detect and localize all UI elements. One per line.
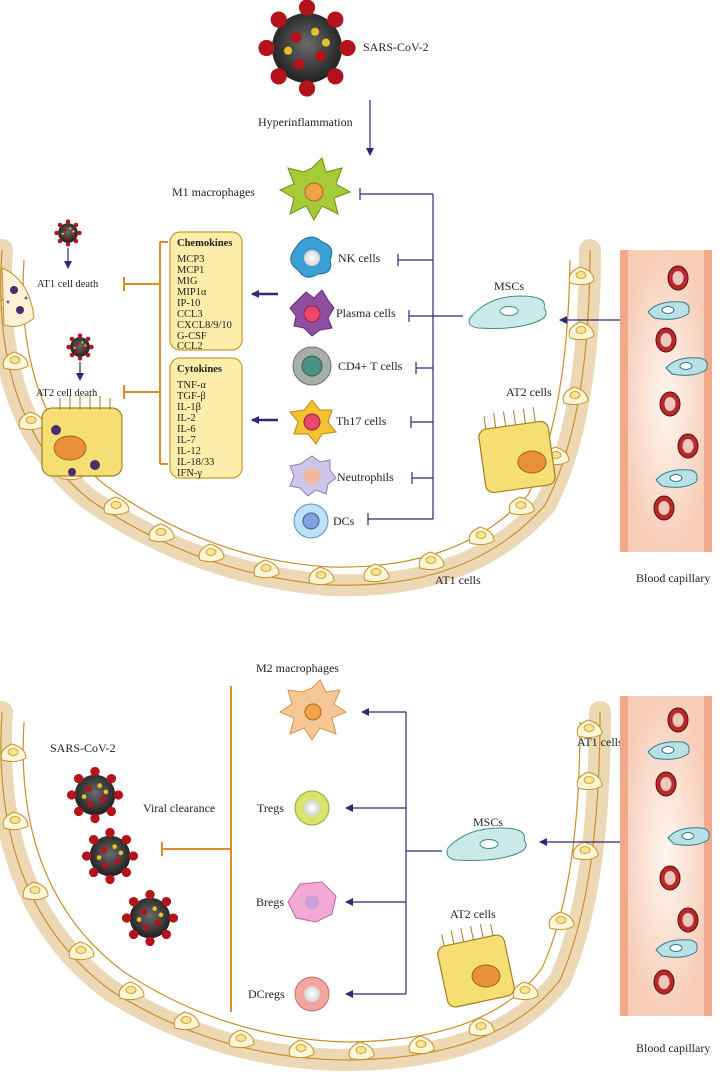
chemokine-item: MCP3	[177, 254, 204, 265]
blood-capillary-bottom	[620, 696, 712, 1016]
nk-cell-icon	[290, 236, 333, 278]
sars-cov-2-virus-bottom-2	[81, 827, 139, 885]
chemokines-title: Chemokines	[177, 238, 232, 249]
m1-macrophages-label: M1 macrophages	[172, 185, 255, 199]
virus-small-1	[54, 219, 82, 247]
viral-clearance-bracket	[161, 686, 232, 1012]
cytokine-item: IFN-γ	[177, 468, 202, 479]
at2-cell-right	[478, 407, 556, 494]
breg-cell-icon	[287, 881, 337, 923]
neutrophil-icon	[289, 455, 337, 497]
sars-cov-2-virus-top	[258, 0, 356, 97]
virus-label-bottom: SARS-CoV-2	[50, 741, 116, 755]
chemokine-item: CCL3	[177, 309, 203, 320]
sars-cov-2-virus-bottom-1	[66, 766, 124, 824]
damaged-at1-cell	[1, 267, 35, 327]
chemokine-item: G-CSF	[177, 331, 207, 342]
immune-cell-label-cd4: CD4+ T cells	[338, 359, 403, 373]
blood-capillary-label-bottom: Blood capillary	[636, 1041, 710, 1055]
immune-cell-label-neutrophils: Neutrophils	[337, 470, 394, 484]
cytokine-item: IL-18/33	[177, 457, 214, 468]
reg-cell-label-bregs: Bregs	[256, 895, 284, 909]
at2-death-label: AT2 cell death	[36, 388, 98, 399]
treg-cell-icon	[294, 790, 330, 826]
viral-clearance-label: Viral clearance	[143, 801, 215, 815]
bottom-panel: AT2 cells AT1 cells M2 macrophages SARS-…	[0, 661, 712, 1072]
plasma-cell-icon	[289, 289, 335, 337]
hyperinflammation-label: Hyperinflammation	[258, 115, 353, 129]
dcreg-cell-icon	[294, 976, 330, 1012]
cytokines-box: Cytokines TNF-α TGF-β IL-1β IL-2 IL-6 IL…	[169, 357, 243, 479]
mscs-label-top: MSCs	[494, 279, 524, 293]
cytokine-item: IL-1β	[177, 402, 201, 413]
at1-cells-label-top: AT1 cells	[435, 573, 481, 587]
chemokines-box: Chemokines MCP3 MCP1 MIG MIP1α IP-10 CCL…	[169, 231, 243, 352]
reg-cell-label-dcregs: DCregs	[248, 987, 285, 1001]
blood-capillary-top	[620, 250, 712, 552]
at1-cells-label-bottom: AT1 cells	[577, 735, 623, 749]
dc-cell-icon	[293, 503, 329, 539]
th17-cell-icon	[289, 399, 337, 445]
immune-cell-label-plasma: Plasma cells	[336, 306, 396, 320]
m2-macrophages-label: M2 macrophages	[256, 661, 339, 675]
cytokine-item: IL-6	[177, 424, 196, 435]
msc-cell-bottom	[446, 827, 527, 861]
virus-small-2	[66, 333, 94, 361]
reg-cell-label-tregs: Tregs	[257, 801, 284, 815]
infected-at2-cell	[41, 396, 123, 477]
cytokine-item: IL-7	[177, 435, 196, 446]
cytokine-item: IL-2	[177, 413, 196, 424]
msc-inhibition-tree-top	[359, 188, 463, 525]
sars-cov-2-virus-bottom-3	[121, 889, 179, 947]
immune-cell-label-dcs: DCs	[333, 514, 355, 528]
chemokine-item: CCL2	[177, 341, 203, 352]
m1-macrophage-cell	[278, 157, 352, 222]
cytokine-item: TGF-β	[177, 391, 206, 402]
cd4-t-cell-icon	[292, 346, 332, 386]
cell-death-inhibition	[123, 241, 168, 465]
immune-cell-label-nk: NK cells	[338, 251, 381, 265]
chemokine-item: MCP1	[177, 265, 204, 276]
blood-capillary-label-top: Blood capillary	[636, 571, 710, 585]
cytokine-item: IL-12	[177, 446, 201, 457]
msc-induction-tree	[345, 708, 442, 998]
at1-death-label: AT1 cell death	[37, 279, 99, 290]
chemokine-item: MIP1α	[177, 287, 207, 298]
at2-cells-label-top: AT2 cells	[506, 385, 552, 399]
chemokine-item: CXCL8/9/10	[177, 320, 232, 331]
top-panel: AT2 cells AT1 cells SARS-CoV-2 Hyperinfl…	[0, 0, 712, 597]
virus-label-top: SARS-CoV-2	[363, 40, 429, 54]
mscs-label-bottom: MSCs	[473, 815, 503, 829]
chemokine-item: IP-10	[177, 298, 200, 309]
at2-cells-label-bottom: AT2 cells	[450, 907, 496, 921]
immune-cell-label-th17: Th17 cells	[336, 414, 387, 428]
cytokine-item: TNF-α	[177, 380, 206, 391]
m2-macrophage-cell	[278, 679, 348, 741]
cytokines-title: Cytokines	[177, 364, 222, 375]
at2-cell-bottom	[437, 923, 515, 1008]
msc-cell-top	[468, 295, 547, 329]
chemokine-item: MIG	[177, 276, 198, 287]
